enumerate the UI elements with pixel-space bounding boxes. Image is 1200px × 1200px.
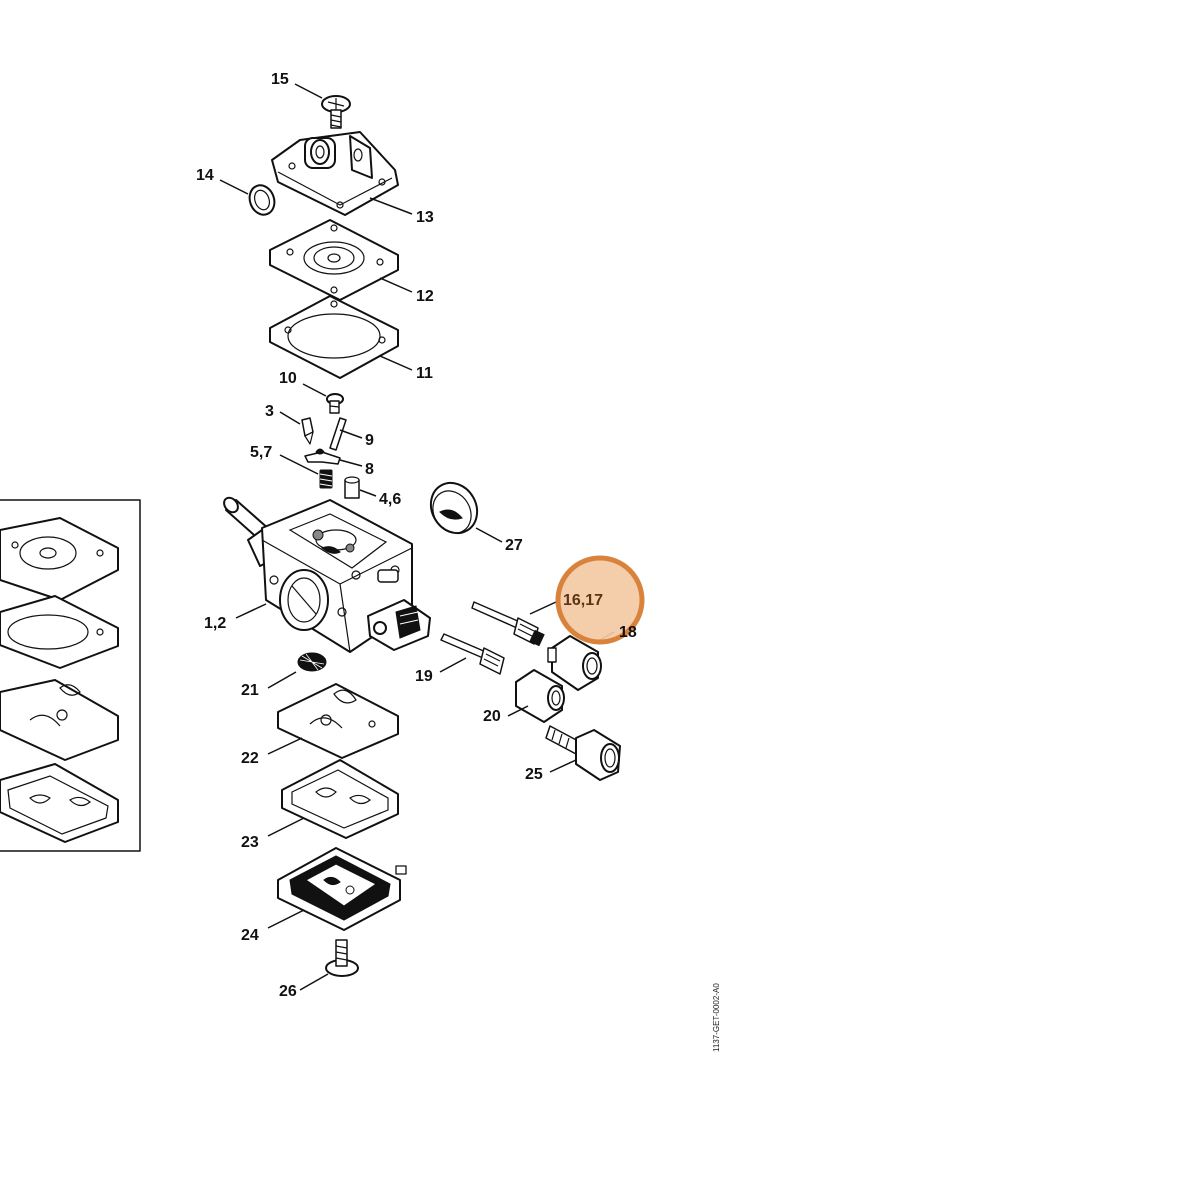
part-12-carburetor-body	[223, 496, 431, 653]
part-10-screw	[302, 383, 344, 414]
label-15: 15	[271, 71, 289, 88]
label-1617: 16,17	[563, 592, 603, 609]
label-19: 19	[415, 668, 433, 685]
label-12-body: 1,2	[204, 615, 226, 632]
label-12: 12	[416, 288, 434, 305]
label-24: 24	[241, 927, 259, 944]
label-21: 21	[241, 682, 259, 699]
label-11: 11	[416, 365, 433, 382]
part-1617-adjusting-screw	[471, 601, 557, 647]
gasket-kit-inset	[0, 499, 141, 852]
label-57: 5,7	[250, 444, 272, 461]
part-12-diaphragm	[269, 219, 413, 301]
part-11-gasket	[269, 295, 413, 379]
label-8: 8	[365, 461, 374, 478]
label-46: 4,6	[379, 491, 401, 508]
part-24-end-cover	[267, 847, 407, 931]
part-20-limiter-cap	[507, 669, 565, 723]
label-27: 27	[505, 537, 523, 554]
part-9-pin	[329, 417, 363, 451]
part-14-o-ring	[219, 179, 276, 216]
label-25: 25	[525, 766, 543, 783]
label-18: 18	[619, 624, 637, 641]
label-26: 26	[279, 983, 297, 1000]
label-20: 20	[483, 708, 501, 725]
part-27-cap	[429, 481, 503, 543]
part-25-screw-cap	[545, 725, 621, 781]
part-57-spring	[279, 454, 333, 489]
part-22-gasket	[267, 683, 399, 759]
part-19-adjusting-screw	[439, 633, 505, 675]
label-3: 3	[265, 403, 274, 420]
part-13-cover	[271, 131, 413, 216]
label-9: 9	[365, 432, 374, 449]
part-46-valve	[344, 476, 377, 499]
part-23-gasket	[267, 759, 399, 839]
part-26-screw	[299, 939, 359, 991]
drawing-code: 1137-GET-0002-A0	[712, 983, 721, 1052]
part-18-limiter-cap	[547, 631, 615, 691]
part-15-screw	[294, 83, 351, 129]
label-13: 13	[416, 209, 434, 226]
label-23: 23	[241, 834, 259, 851]
label-14: 14	[196, 167, 214, 184]
part-21-strainer	[267, 652, 327, 689]
part-3-inlet-needle	[279, 411, 314, 445]
label-22: 22	[241, 750, 259, 767]
highlight-circle	[555, 555, 645, 645]
label-10: 10	[279, 370, 297, 387]
part-8-lever	[304, 448, 363, 467]
